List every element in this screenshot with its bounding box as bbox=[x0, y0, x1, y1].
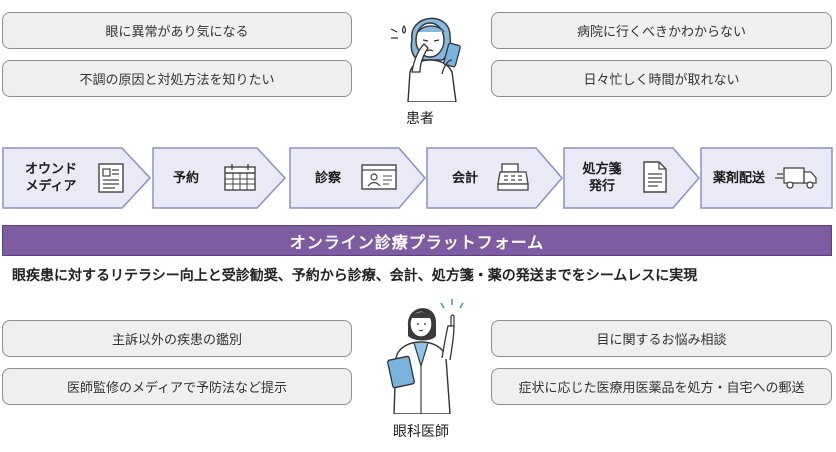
patient-illustration bbox=[382, 2, 480, 103]
patient-concern-3: 病院に行くべきかわからない bbox=[491, 12, 832, 49]
flow-step-label: 予約 bbox=[172, 170, 199, 186]
prescription-document-icon bbox=[643, 161, 667, 197]
flow-step-prescription: 処方箋 発行 bbox=[563, 147, 713, 209]
doctor-role-3: 目に関するお悩み相談 bbox=[491, 320, 832, 357]
platform-description: 眼疾患に対するリテラシー向上と受診勧奨、予約から診療、会計、処方箋・薬の発送まで… bbox=[12, 268, 698, 284]
flow-step-label: オウンド メディア bbox=[24, 162, 77, 194]
flow-step-label: 処方箋 発行 bbox=[582, 162, 622, 194]
doctor-role-2: 医師監修のメディアで予防法など提示 bbox=[2, 368, 352, 405]
flow-step-consultation: 診察 bbox=[289, 147, 439, 209]
flow-step-reservation: 予約 bbox=[152, 147, 302, 209]
doctor-role-4: 症状に応じた医療用医薬品を処方・自宅への郵送 bbox=[491, 368, 832, 405]
patient-concern-4: 日々忙しく時間が取れない bbox=[491, 60, 832, 97]
video-consultation-icon bbox=[361, 164, 397, 194]
flow-step-owned-media: オウンド メディア bbox=[2, 147, 152, 209]
platform-banner: オンライン診療プラットフォーム bbox=[2, 225, 832, 256]
cash-register-icon bbox=[496, 163, 530, 195]
doctor-label: 眼科医師 bbox=[393, 424, 449, 440]
doctor-role-1: 主訴以外の疾患の鑑別 bbox=[2, 320, 352, 357]
delivery-truck-icon bbox=[774, 165, 818, 195]
calendar-icon bbox=[224, 163, 256, 195]
flow-step-label: 薬剤配送 bbox=[712, 170, 765, 186]
patient-label: 患者 bbox=[406, 111, 434, 127]
flow-step-label: 診察 bbox=[314, 170, 341, 186]
flow-step-payment: 会計 bbox=[426, 147, 576, 209]
flow-step-delivery: 薬剤配送 bbox=[700, 147, 836, 209]
patient-concern-1: 眼に異常があり気になる bbox=[2, 12, 352, 49]
doctor-illustration bbox=[372, 296, 480, 415]
patient-concern-2: 不調の原因と対処方法を知りたい bbox=[2, 60, 352, 97]
document-icon bbox=[98, 163, 124, 197]
flow-step-label: 会計 bbox=[451, 170, 478, 186]
